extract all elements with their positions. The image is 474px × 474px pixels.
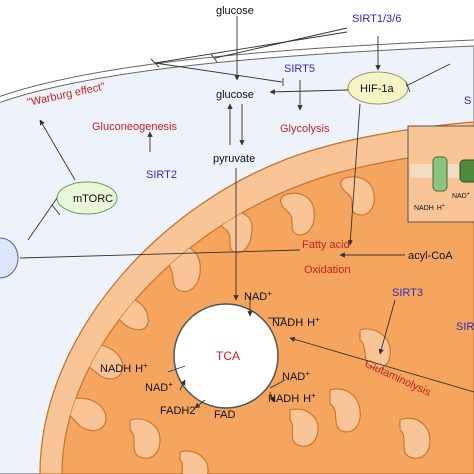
tca-label: TCA	[216, 349, 240, 363]
nad-right-label: NAD+	[282, 369, 310, 383]
connector-lines	[19, 16, 474, 409]
glycolysis-label: Glycolysis	[280, 123, 330, 135]
sirt-partial-right-label: S	[464, 95, 471, 107]
hif1a-label: HIF-1a	[360, 83, 395, 95]
nucleus	[0, 237, 19, 279]
cell-membrane-outer	[0, 39, 474, 97]
glucose-extracellular-label: glucose	[216, 5, 254, 17]
acyl-coa-label: acyl-CoA	[408, 250, 453, 262]
cristae	[65, 176, 431, 474]
pyruvate-label: pyruvate	[213, 153, 255, 165]
tca-cycle-circle	[173, 303, 279, 409]
fatty-acid-label: Fatty acid	[302, 239, 350, 251]
complex-i-protein-light	[432, 156, 448, 192]
sirt136-label: SIRT1/3/6	[352, 13, 401, 25]
sirt2-label: SIRT2	[146, 169, 177, 181]
fad-label: FAD	[214, 409, 235, 421]
nad-left-label: NAD+	[145, 380, 173, 394]
inset-nad-label: NAD+	[452, 191, 470, 200]
gluconeogenesis-label: Gluconeogenesis	[92, 121, 178, 133]
mtorc-label: mTORC	[73, 193, 113, 205]
fadh2-label: FADH2	[160, 405, 195, 417]
nad-top-label: NAD+	[244, 289, 272, 303]
glucose-cytosol-label: glucose	[216, 89, 254, 101]
complex-i-protein-dark	[459, 159, 474, 183]
sirt3-label: SIRT3	[392, 287, 423, 299]
sirt-partial-lower-label: SIR	[456, 321, 474, 333]
sirt5-label: SIRT5	[284, 63, 315, 75]
oxidation-label: Oxidation	[304, 264, 350, 276]
